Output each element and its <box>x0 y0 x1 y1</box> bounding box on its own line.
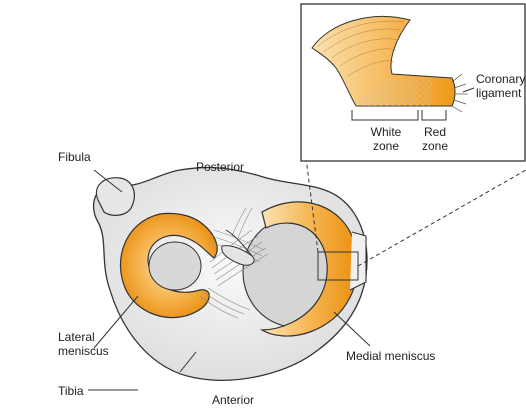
label-medial-meniscus: Medial meniscus <box>346 349 435 363</box>
label-white-zone: White zone <box>366 125 406 153</box>
label-lateral-meniscus: Lateral meniscus <box>58 330 109 358</box>
label-coronary-ligament: Coronary ligament <box>476 72 525 100</box>
label-red-zone: Red zone <box>418 125 452 153</box>
label-anterior: Anterior <box>212 393 254 407</box>
label-fibula: Fibula <box>58 150 91 164</box>
label-tibia: Tibia <box>58 384 84 398</box>
label-posterior: Posterior <box>196 160 244 174</box>
